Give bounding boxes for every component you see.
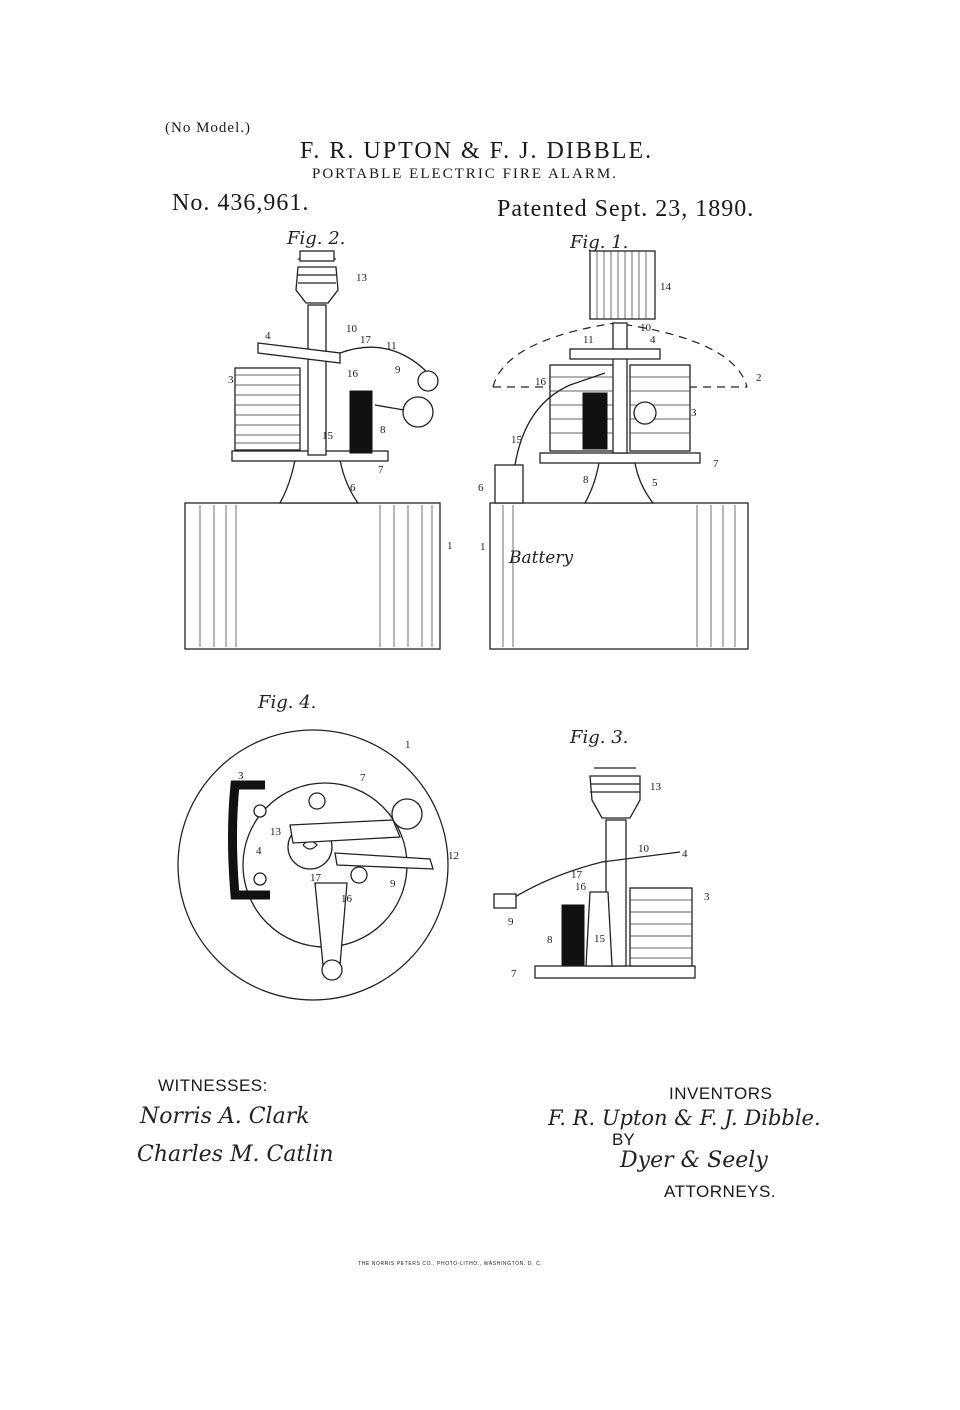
fig4-num-9: 9 bbox=[390, 878, 396, 890]
fig1-drawing: Battery bbox=[489, 250, 749, 650]
by-label: BY bbox=[612, 1130, 635, 1149]
fig3-num-9: 9 bbox=[508, 916, 514, 928]
fig4-num-1: 1 bbox=[405, 739, 411, 751]
fig2-num-17: 17 bbox=[360, 334, 371, 346]
fig2-num-9: 9 bbox=[395, 364, 401, 376]
fig3-num-8: 8 bbox=[547, 934, 553, 946]
patent-date: Patented Sept. 23, 1890. bbox=[497, 196, 755, 222]
fig1-num-4: 4 bbox=[650, 334, 656, 346]
fig1-num-2: 2 bbox=[756, 372, 762, 384]
fig1-num-1: 1 bbox=[480, 541, 486, 553]
battery-label: Battery bbox=[508, 548, 573, 568]
printer-imprint: THE NORRIS PETERS CO., PHOTO-LITHO., WAS… bbox=[358, 1261, 543, 1267]
fig3-num-10: 10 bbox=[638, 843, 649, 855]
witness-signature-1: Norris A. Clark bbox=[140, 1104, 310, 1129]
fig2-num-3: 3 bbox=[228, 374, 234, 386]
fig1-label: Fig. 1. bbox=[570, 232, 629, 253]
fig4-num-3: 3 bbox=[238, 770, 244, 782]
fig3-label: Fig. 3. bbox=[570, 727, 629, 748]
fig2-num-10: 10 bbox=[346, 323, 357, 335]
patent-title: PORTABLE ELECTRIC FIRE ALARM. bbox=[312, 166, 618, 182]
fig2-num-11: 11 bbox=[386, 340, 397, 352]
fig3-num-7: 7 bbox=[511, 968, 517, 980]
fig2-num-16: 16 bbox=[347, 368, 358, 380]
fig2-num-6: 6 bbox=[350, 482, 356, 494]
fig2-num-7: 7 bbox=[378, 464, 384, 476]
no-model-note: (No Model.) bbox=[165, 120, 251, 136]
fig4-num-4: 4 bbox=[256, 845, 262, 857]
attorney-signature: Dyer & Seely bbox=[620, 1148, 768, 1173]
fig3-num-15: 15 bbox=[594, 933, 605, 945]
fig1-num-10: 10 bbox=[640, 322, 651, 334]
fig4-label: Fig. 4. bbox=[258, 692, 317, 713]
inventors-signature: F. R. Upton & F. J. Dibble. bbox=[548, 1106, 821, 1130]
fig4-num-13: 13 bbox=[270, 826, 281, 838]
fig4-drawing bbox=[177, 729, 449, 1001]
fig3-drawing bbox=[493, 767, 696, 979]
fig3-num-4: 4 bbox=[682, 848, 688, 860]
inventors-line: F. R. UPTON & F. J. DIBBLE. bbox=[300, 138, 654, 164]
fig1-num-11: 11 bbox=[583, 334, 594, 346]
fig3-num-13: 13 bbox=[650, 781, 661, 793]
fig3-num-3: 3 bbox=[704, 891, 710, 903]
fig2-num-15: 15 bbox=[322, 430, 333, 442]
fig4-num-17: 17 bbox=[310, 872, 321, 884]
fig1-num-8: 8 bbox=[583, 474, 589, 486]
fig2-label: Fig. 2. bbox=[287, 228, 346, 249]
patent-number: No. 436,961. bbox=[172, 190, 310, 216]
witnesses-heading: WITNESSES: bbox=[158, 1076, 268, 1095]
fig1-num-15: 15 bbox=[511, 434, 522, 446]
fig4-num-7: 7 bbox=[360, 772, 366, 784]
witness-signature-2: Charles M. Catlin bbox=[137, 1142, 334, 1167]
fig2-drawing bbox=[184, 250, 441, 650]
fig4-num-16: 16 bbox=[341, 893, 352, 905]
fig1-num-3: 3 bbox=[691, 407, 697, 419]
fig1-num-6: 6 bbox=[478, 482, 484, 494]
inventors-heading: INVENTORS bbox=[669, 1084, 773, 1103]
attorneys-label: ATTORNEYS. bbox=[664, 1182, 777, 1201]
fig1-num-14: 14 bbox=[660, 281, 671, 293]
fig2-num-13: 13 bbox=[356, 272, 367, 284]
fig3-num-17: 17 bbox=[571, 869, 582, 881]
fig1-num-5: 5 bbox=[652, 477, 658, 489]
fig2-num-1: 1 bbox=[447, 540, 453, 552]
fig4-num-12: 12 bbox=[448, 850, 459, 862]
fig1-num-16: 16 bbox=[535, 376, 546, 388]
fig2-num-8: 8 bbox=[380, 424, 386, 436]
fig3-num-16: 16 bbox=[575, 881, 586, 893]
fig2-num-4: 4 bbox=[265, 330, 271, 342]
fig1-num-7: 7 bbox=[713, 458, 719, 470]
